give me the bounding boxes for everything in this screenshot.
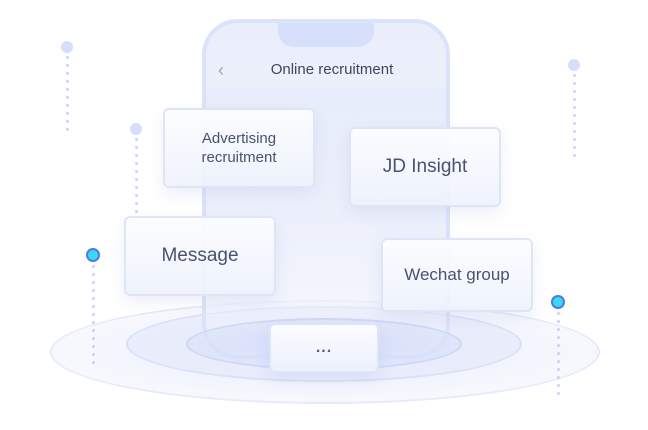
pin-dotted-line <box>65 56 69 136</box>
jd-insight-card[interactable]: JD Insight <box>349 127 501 207</box>
pin-dot-active <box>86 248 100 262</box>
card-label: JD Insight <box>382 156 468 177</box>
advertising-recruitment-card[interactable]: Advertising recruitment <box>163 108 315 188</box>
pin-dotted-line <box>572 74 576 162</box>
page-title: Online recruitment <box>270 61 394 78</box>
message-card[interactable]: Message <box>124 216 276 296</box>
more-card[interactable]: ... <box>269 323 379 373</box>
pin-dotted-line <box>134 138 138 218</box>
pin-dot <box>568 59 580 71</box>
pin-dot-active <box>551 295 565 309</box>
phone-notch <box>278 23 374 47</box>
card-label: Message <box>161 245 239 266</box>
card-label: Advertising recruitment <box>201 130 277 166</box>
wechat-group-card[interactable]: Wechat group <box>381 238 533 312</box>
pin-dot <box>61 41 73 53</box>
pin-dot <box>130 123 142 135</box>
pin-dotted-line <box>91 265 95 369</box>
more-label: ... <box>315 339 333 356</box>
card-label: Wechat group <box>404 265 510 284</box>
chevron-left-icon[interactable]: ‹ <box>218 60 224 80</box>
pin-dotted-line <box>556 312 560 400</box>
